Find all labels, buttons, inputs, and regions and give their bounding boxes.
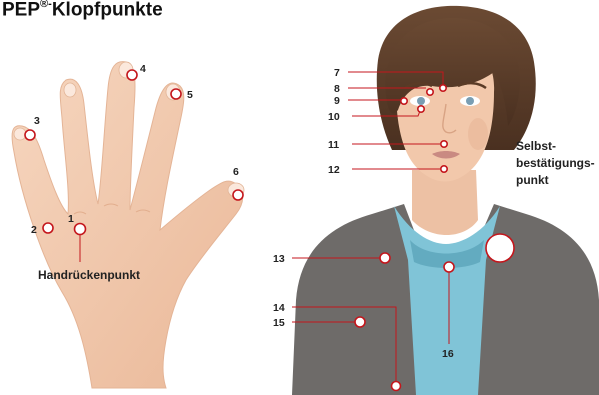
point-3-marker[interactable] (25, 130, 35, 140)
point-11-marker[interactable] (441, 141, 447, 147)
cheek-shadow (468, 118, 488, 150)
point-1-number: 1 (68, 213, 74, 225)
selbst-label-line1: Selbst- (516, 139, 556, 153)
point-2-number: 2 (31, 224, 37, 236)
point-10-number: 10 (328, 111, 340, 123)
selbst-label-line2: bestätigungs- (516, 156, 595, 170)
left-iris (417, 97, 425, 105)
little-nail (14, 128, 26, 140)
right-iris (466, 97, 474, 105)
handrueckenpunkt-label: Handrückenpunkt (38, 268, 140, 282)
point-11-number: 11 (328, 139, 339, 151)
point-5-marker[interactable] (171, 89, 181, 99)
point-15-marker[interactable] (355, 317, 365, 327)
point-6-marker[interactable] (233, 190, 243, 200)
point-9-number: 9 (334, 95, 340, 107)
point-13-marker[interactable] (380, 253, 390, 263)
jacket (292, 204, 420, 395)
point-4-number: 4 (140, 63, 146, 75)
point-5-number: 5 (187, 89, 193, 101)
point-16-number: 16 (442, 348, 454, 360)
point-9-marker[interactable] (401, 98, 407, 104)
point-8-number: 8 (334, 83, 340, 95)
point-8-marker[interactable] (427, 89, 433, 95)
selbstbestaetigungspunkt-marker[interactable] (486, 234, 514, 262)
point-13-number: 13 (273, 253, 285, 265)
point-2-marker[interactable] (43, 223, 53, 233)
point-12-number: 12 (328, 164, 340, 176)
point-7-number: 7 (334, 67, 340, 79)
jacket-right (476, 204, 599, 395)
woman-illustration (292, 6, 599, 395)
point-3-number: 3 (34, 115, 40, 127)
point-14-number: 14 (273, 302, 285, 314)
point-16-marker[interactable] (444, 262, 454, 272)
point-7-marker[interactable] (440, 85, 446, 91)
point-12-marker[interactable] (441, 166, 447, 172)
point-4-marker[interactable] (127, 70, 137, 80)
point-1-marker[interactable] (75, 224, 86, 235)
ring-nail (64, 83, 76, 97)
point-6-number: 6 (233, 166, 239, 178)
point-14-marker[interactable] (392, 382, 401, 391)
selbst-label-line3: punkt (516, 173, 549, 187)
point-10-marker[interactable] (418, 106, 424, 112)
point-15-number: 15 (273, 317, 285, 329)
